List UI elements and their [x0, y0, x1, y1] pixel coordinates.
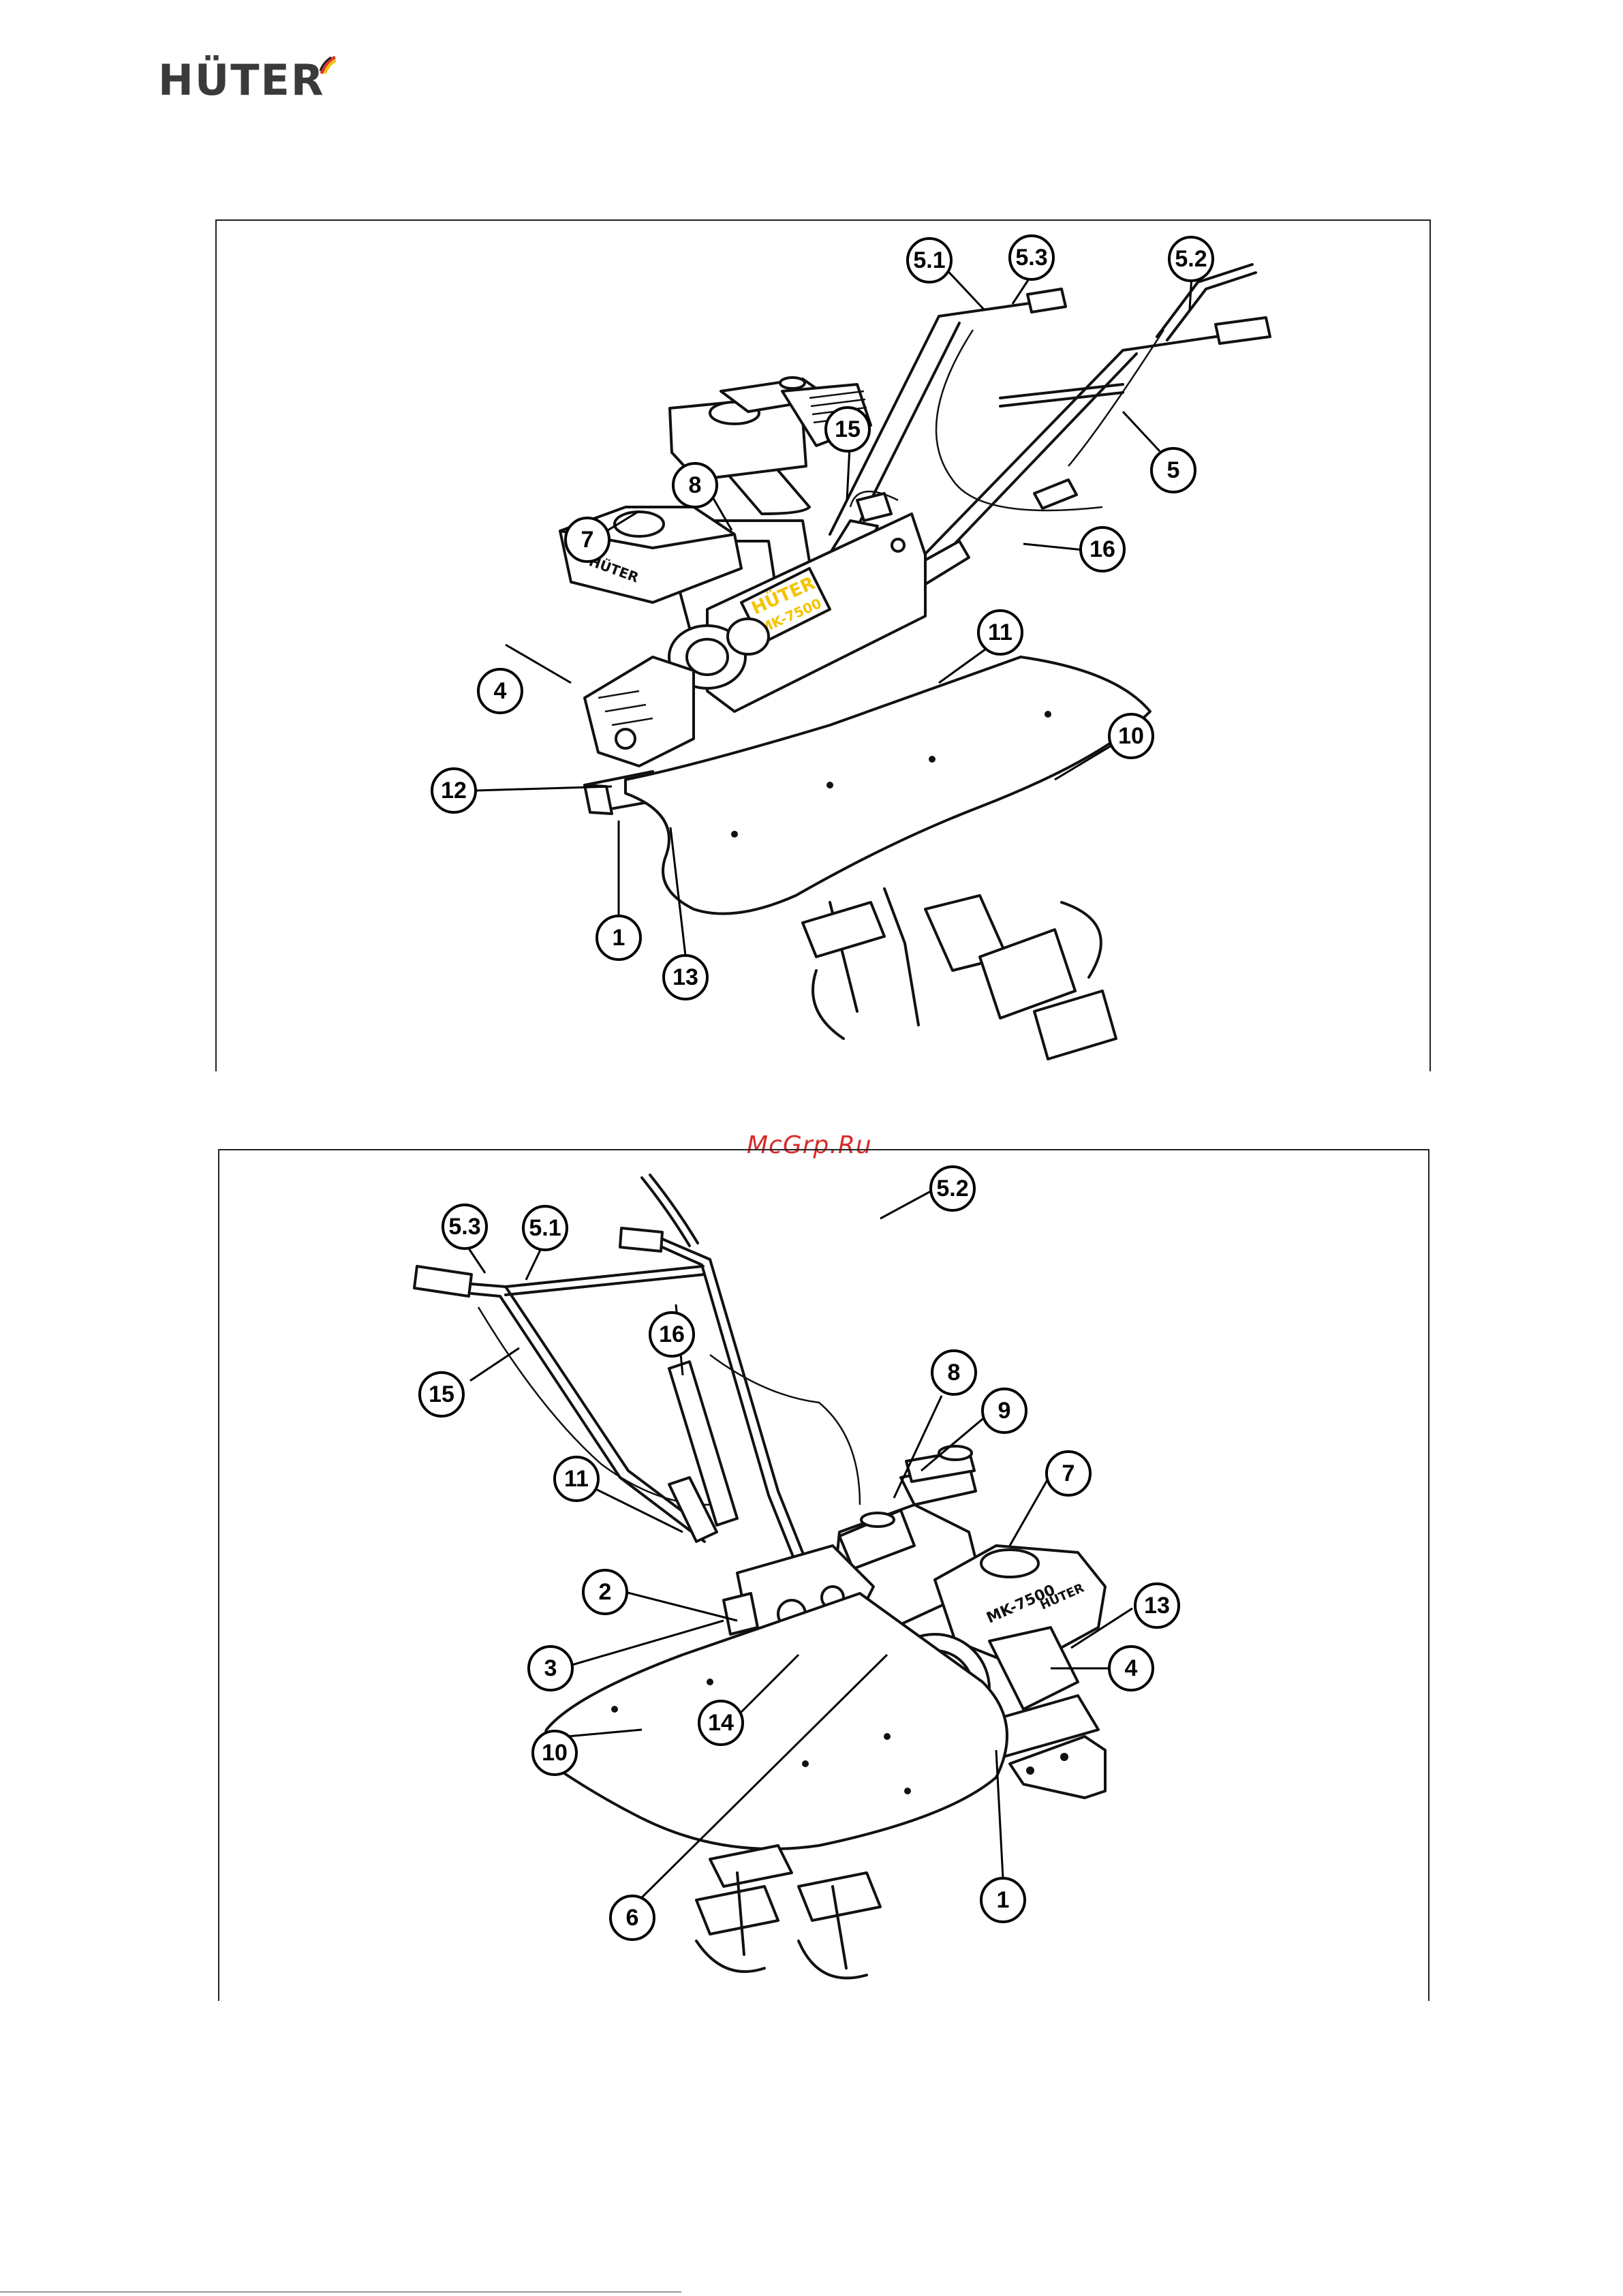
figure-bottom-drawing: MK-7500 HÜTER: [219, 1150, 1428, 2001]
callout-2: 2: [583, 1570, 627, 1614]
svg-text:13: 13: [1144, 1593, 1170, 1619]
tines: [696, 1846, 880, 1978]
carburetor-side: [585, 657, 694, 766]
svg-text:8: 8: [948, 1360, 961, 1386]
svg-text:4: 4: [1125, 1655, 1138, 1681]
brand-logo: HÜTER: [158, 56, 335, 105]
svg-text:16: 16: [659, 1321, 685, 1347]
svg-text:10: 10: [542, 1740, 568, 1766]
svg-text:1: 1: [613, 925, 625, 951]
callout-12: 12: [432, 769, 476, 812]
svg-text:2: 2: [599, 1579, 612, 1605]
svg-text:7: 7: [581, 527, 594, 553]
callout-10: 10: [1109, 714, 1153, 758]
svg-text:14: 14: [708, 1710, 734, 1736]
callout-6: 6: [610, 1896, 654, 1940]
svg-text:15: 15: [429, 1381, 454, 1407]
callout-1: 1: [597, 916, 640, 960]
svg-text:8: 8: [689, 472, 702, 498]
callout-9: 9: [983, 1389, 1026, 1433]
callout-13: 13: [1135, 1584, 1179, 1627]
callout-16: 16: [650, 1313, 694, 1356]
svg-text:9: 9: [998, 1398, 1011, 1424]
svg-text:5.2: 5.2: [1175, 246, 1207, 272]
callout-8: 8: [673, 463, 717, 507]
svg-text:15: 15: [835, 416, 861, 442]
callout-5-2: 5.2: [1169, 237, 1213, 281]
tiller-guard: [545, 1593, 1008, 1849]
callout-14: 14: [699, 1701, 743, 1745]
footer-rule: [0, 2291, 681, 2293]
svg-text:5.3: 5.3: [448, 1214, 480, 1240]
callout-5-1: 5.1: [908, 239, 951, 282]
callout-11: 11: [978, 611, 1022, 654]
svg-text:5.1: 5.1: [913, 247, 945, 273]
callout-13: 13: [664, 955, 707, 999]
svg-text:1: 1: [997, 1887, 1010, 1913]
svg-text:4: 4: [494, 678, 507, 704]
svg-text:7: 7: [1062, 1460, 1075, 1486]
tiller-guard: [625, 657, 1150, 914]
figure-bottom-assembly-view: MK-7500 HÜTER: [218, 1149, 1429, 2001]
figure-top-assembly-view: HÜTER HÜTER MK-7500: [215, 219, 1431, 1071]
callout-4: 4: [1109, 1647, 1153, 1690]
callout-3: 3: [529, 1647, 572, 1690]
callout-5-2: 5.2: [931, 1167, 974, 1210]
svg-text:16: 16: [1089, 536, 1115, 562]
svg-text:5.2: 5.2: [936, 1176, 968, 1201]
callout-4: 4: [478, 669, 522, 713]
svg-text:10: 10: [1118, 723, 1144, 749]
callout-5-1: 5.1: [523, 1206, 567, 1250]
callout-7: 7: [566, 518, 609, 562]
callout-5-3: 5.3: [1010, 236, 1053, 279]
svg-text:12: 12: [441, 778, 467, 803]
svg-text:13: 13: [673, 964, 698, 990]
svg-text:11: 11: [564, 1466, 589, 1492]
callout-8: 8: [932, 1351, 976, 1394]
callout-11: 11: [555, 1457, 598, 1501]
svg-text:3: 3: [544, 1655, 557, 1681]
callout-10: 10: [533, 1731, 576, 1775]
callout-1: 1: [981, 1878, 1025, 1922]
svg-text:11: 11: [988, 619, 1013, 645]
brand-logo-flag-icon: [319, 56, 337, 76]
brand-logo-text: HÜTER: [158, 56, 325, 105]
svg-text:5.3: 5.3: [1015, 245, 1047, 271]
callout-5-3: 5.3: [443, 1205, 486, 1249]
callout-16: 16: [1081, 527, 1124, 571]
callout-15: 15: [826, 408, 869, 451]
callout-5: 5: [1151, 448, 1195, 492]
figure-top-drawing: HÜTER HÜTER MK-7500: [217, 221, 1429, 1071]
callout-7: 7: [1047, 1452, 1090, 1495]
svg-text:6: 6: [626, 1905, 639, 1931]
callout-15: 15: [420, 1373, 463, 1416]
svg-text:5.1: 5.1: [529, 1215, 561, 1241]
tines: [803, 889, 1116, 1059]
svg-text:5: 5: [1167, 457, 1180, 483]
